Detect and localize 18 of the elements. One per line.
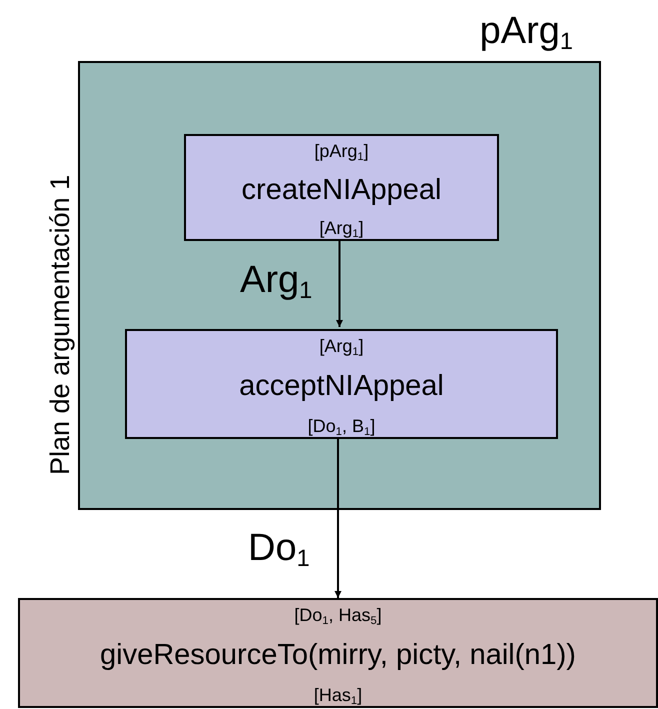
precondition-label: [Arg$_{1}$] xyxy=(319,335,364,357)
action-box xyxy=(125,329,558,439)
postcondition-label: [Arg$_{1}$] xyxy=(319,217,364,239)
action-name: createNIAppeal xyxy=(242,172,442,206)
precondition-label: [pArg$_{1}$] xyxy=(314,140,369,162)
plan-title: pArg$_{1}$ xyxy=(480,9,573,53)
action-box xyxy=(18,598,658,708)
edge-label: Arg$_{1}$ xyxy=(240,258,312,302)
plan-side-label: Plan de argumentación 1 xyxy=(44,174,76,475)
action-name: acceptNIAppeal xyxy=(239,369,444,403)
edge-label: Do$_{1}$ xyxy=(248,526,310,570)
postcondition-label: [Has$_{1}$] xyxy=(314,684,362,706)
action-name: giveResourceTo(mirry, picty, nail(n1)) xyxy=(100,638,576,672)
arrow xyxy=(336,239,343,327)
precondition-label: [Do$_{1}$, Has$_{5}$] xyxy=(294,604,382,626)
postcondition-label: [Do$_{1}$, B$_{1}$] xyxy=(308,415,376,437)
arrow xyxy=(334,437,342,598)
action-box xyxy=(184,134,499,241)
